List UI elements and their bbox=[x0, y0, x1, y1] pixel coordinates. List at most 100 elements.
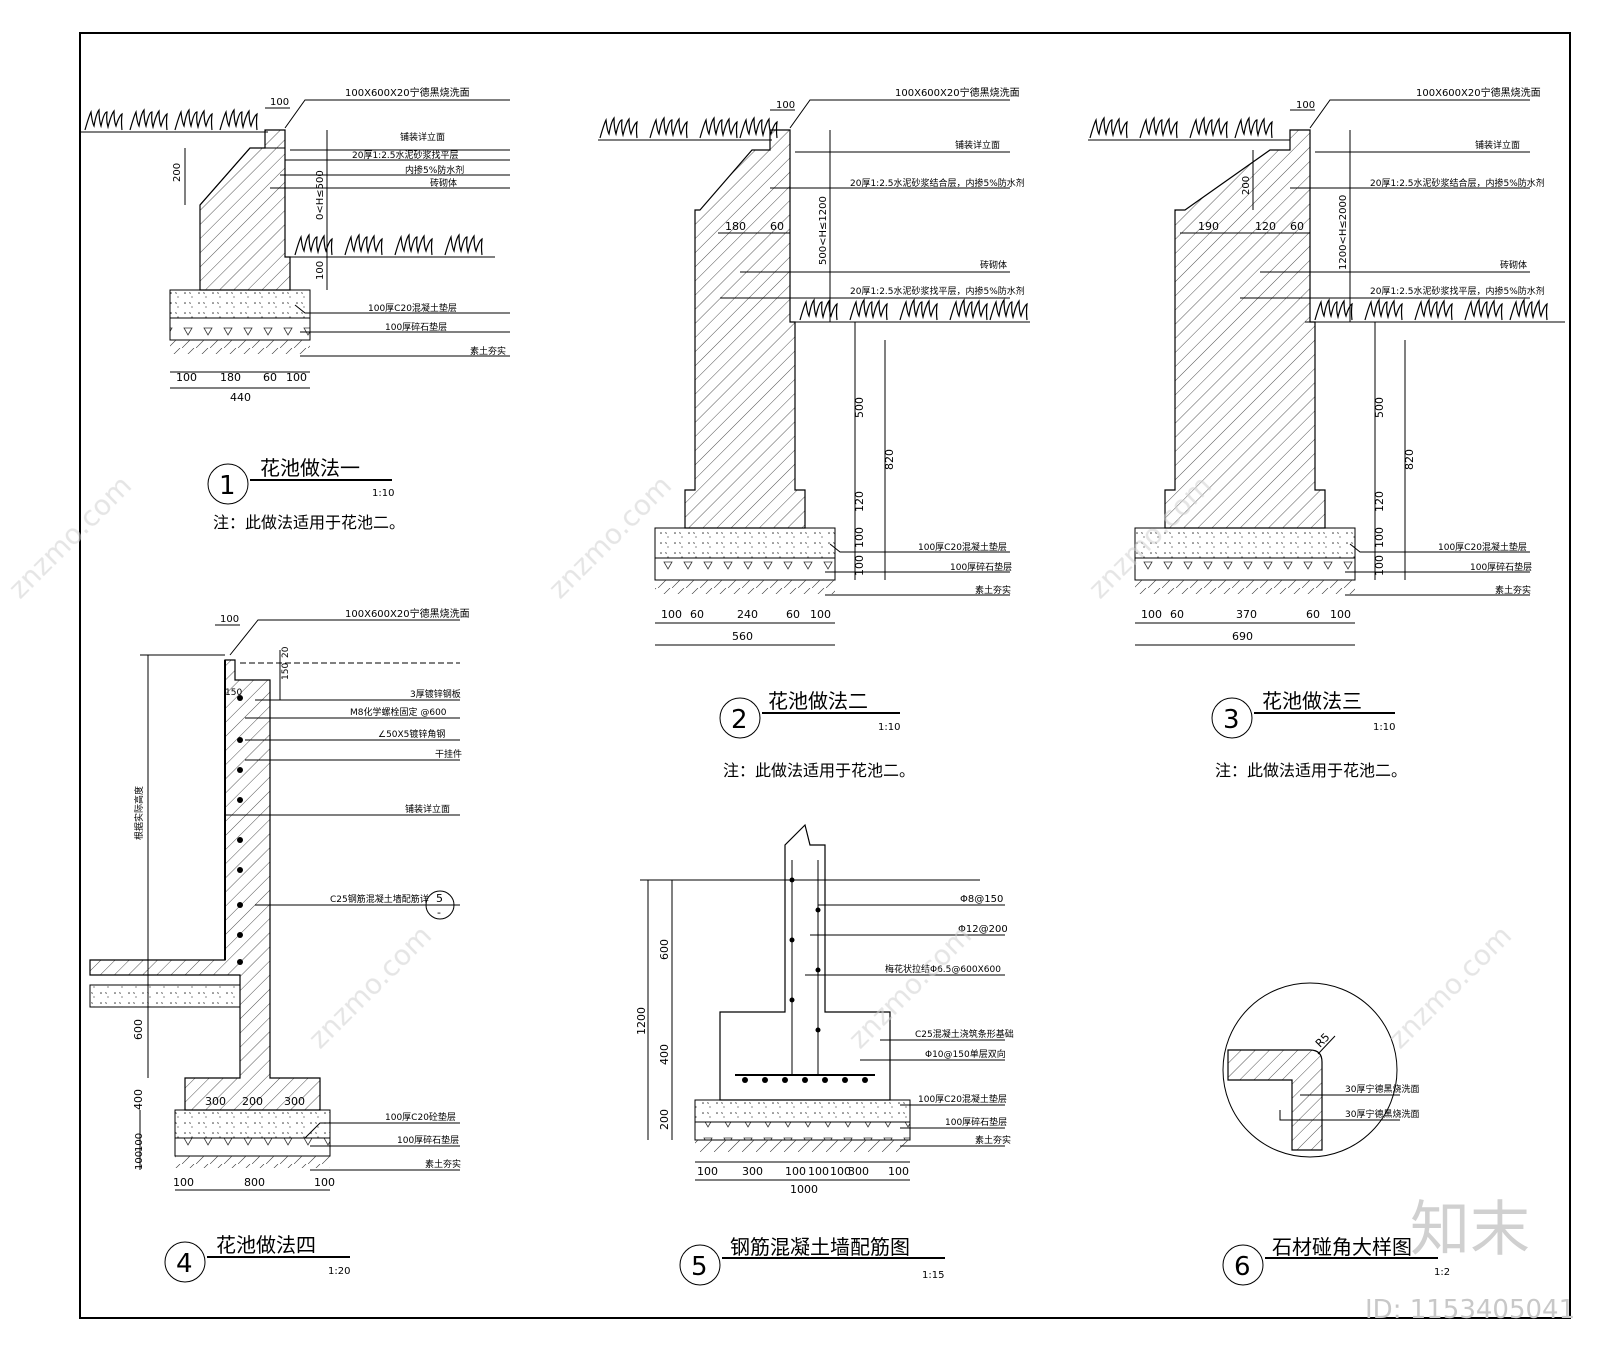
d3-dim-inner-1: 120 bbox=[1255, 220, 1276, 233]
d1-number: 1 bbox=[219, 471, 236, 501]
d4-dim-v-1: 400 bbox=[132, 1089, 145, 1110]
d4-label-2: M8化学螺栓固定 @600 bbox=[350, 706, 447, 718]
d2-dim-b-0: 100 bbox=[661, 608, 682, 621]
concrete-cushion bbox=[1134, 527, 1356, 559]
d3-dim-b-4: 100 bbox=[1330, 608, 1351, 621]
grass-right bbox=[294, 234, 483, 256]
d5-label-2: 梅花状拉结Φ6.5@600X600 bbox=[885, 963, 1001, 975]
d1-dim-b-2: 60 bbox=[263, 371, 277, 384]
d5-dim-v-3: 200 bbox=[658, 1109, 671, 1130]
d2-label-4: 20厚1:2.5水泥砂浆找平层，内掺5%防水剂 bbox=[850, 285, 1025, 297]
d5-label-0: Φ8@150 bbox=[960, 894, 1003, 905]
d1-title: 花池做法一 bbox=[260, 456, 360, 480]
d4-dim-small-1: 150 bbox=[225, 688, 242, 698]
d4-label-9: 素土夯实 bbox=[425, 1158, 461, 1170]
d1-label-4: 砖砌体 bbox=[430, 177, 457, 189]
d5-scale: 1:15 bbox=[922, 1270, 944, 1281]
d4-label-7: 100厚C20砼垫层 bbox=[385, 1111, 456, 1123]
d3-dim-v-4: 100 bbox=[1373, 527, 1386, 548]
watermark-id: ID: 1153405041 bbox=[1365, 1295, 1575, 1325]
d6-label-1: 30厚宁德黑烧洗面 bbox=[1345, 1083, 1419, 1095]
d2-dim-b-3: 60 bbox=[786, 608, 800, 621]
d4-dim-b-2: 100 bbox=[314, 1176, 335, 1189]
d5-dim-b-1: 300 bbox=[742, 1165, 763, 1178]
d5-dim-b-5: 300 bbox=[848, 1165, 869, 1178]
d2-dim-v-4: 100 bbox=[853, 527, 866, 548]
d5-dim-b-6: 100 bbox=[888, 1165, 909, 1178]
d3-dim-inner-2: 60 bbox=[1290, 220, 1304, 233]
d2-dim-v-3: 120 bbox=[853, 491, 866, 512]
concrete-cushion bbox=[654, 527, 836, 559]
brick-wall bbox=[684, 129, 806, 529]
compacted-soil bbox=[170, 340, 310, 354]
d4-scale: 1:20 bbox=[328, 1266, 350, 1277]
d5-dim-total: 1000 bbox=[790, 1183, 818, 1196]
d5-dim-v-2: 400 bbox=[658, 1044, 671, 1065]
d5-title: 钢筋混凝土墙配筋图 bbox=[730, 1235, 910, 1259]
detail-3: 100X600X20宁德黑烧洗面 铺装详立面 20厚1:2.5水泥砂浆结合层，内… bbox=[1088, 86, 1565, 780]
d1-dim-b-3: 100 bbox=[286, 371, 307, 384]
d5-label-1: Φ12@200 bbox=[958, 924, 1008, 935]
d3-dim-b-1: 60 bbox=[1170, 608, 1184, 621]
d1-dim-total: 440 bbox=[230, 391, 251, 404]
d6-scale: 1:2 bbox=[1434, 1267, 1450, 1278]
brick-wall bbox=[1164, 129, 1326, 529]
d3-label-7: 素土夯实 bbox=[1495, 584, 1531, 596]
d1-dim-b-0: 100 bbox=[176, 371, 197, 384]
d1-scale: 1:10 bbox=[372, 488, 394, 499]
d3-label-1: 铺装详立面 bbox=[1475, 139, 1520, 151]
d1-dim-v-2: 100 bbox=[315, 261, 326, 280]
d4-number-circle bbox=[164, 1241, 206, 1283]
d1-label-6: 100厚碎石垫层 bbox=[385, 321, 447, 333]
d2-dim-v-1: 500 bbox=[853, 397, 866, 418]
concrete-cushion bbox=[169, 289, 311, 319]
d4-dim-v-0: 600 bbox=[132, 1019, 145, 1040]
d4-label-5: 铺装详立面 bbox=[405, 803, 450, 815]
gravel-cushion bbox=[169, 317, 311, 341]
d4-dim-v-2: 100 bbox=[134, 1133, 145, 1152]
d4-label-8: 100厚碎石垫层 bbox=[397, 1134, 459, 1146]
d4-dim-foot-0: 300 bbox=[205, 1095, 226, 1108]
d2-label-5: 100厚C20混凝土垫层 bbox=[918, 541, 1007, 553]
d4-callout-bottom: - bbox=[437, 906, 441, 919]
d3-label-4: 20厚1:2.5水泥砂浆找平层，内掺5%防水剂 bbox=[1370, 285, 1545, 297]
d2-dim-v-2: 820 bbox=[883, 449, 896, 470]
d3-dim-v-5: 100 bbox=[1373, 555, 1386, 576]
d3-number-circle bbox=[1211, 697, 1253, 739]
enlarged-circle bbox=[1222, 982, 1398, 1158]
sheet-frame bbox=[79, 32, 1571, 1319]
d4-dim-small-2: 20 bbox=[281, 646, 291, 658]
d3-dim-v-1: 500 bbox=[1373, 397, 1386, 418]
d3-dim-top: 100 bbox=[1296, 100, 1315, 111]
d5-number: 5 bbox=[691, 1252, 708, 1282]
d2-dim-b-4: 100 bbox=[810, 608, 831, 621]
d1-label-7: 素土夯实 bbox=[470, 345, 506, 357]
d4-label-6: C25钢筋混凝土墙配筋详 bbox=[330, 893, 429, 905]
d3-dim-v-3: 120 bbox=[1373, 491, 1386, 512]
paving-base bbox=[89, 984, 241, 1008]
d2-title: 花池做法二 bbox=[768, 689, 868, 713]
detail-4: 100X600X20宁德黑烧洗面 3厚镀锌钢板 M8化学螺栓固定 @600 ∠5… bbox=[89, 607, 470, 1283]
d1-dim-v-1: 0<H≤500 bbox=[315, 170, 326, 220]
d2-label-7: 素土夯实 bbox=[975, 584, 1011, 596]
d4-dim-b-0: 100 bbox=[173, 1176, 194, 1189]
d5-dim-b-2: 100 bbox=[785, 1165, 806, 1178]
d3-title: 花池做法三 bbox=[1262, 689, 1362, 713]
d4-label-1: 3厚镀锌钢板 bbox=[410, 688, 461, 700]
d4-number: 4 bbox=[176, 1249, 193, 1279]
d5-label-7: 素土夯实 bbox=[975, 1134, 1011, 1146]
rc-wall-outline bbox=[719, 823, 891, 1101]
watermark-site-1: znzmo.com bbox=[2, 469, 138, 605]
d6-label-0: R5 bbox=[1313, 1031, 1333, 1051]
d3-label-0: 100X600X20宁德黑烧洗面 bbox=[1416, 86, 1541, 99]
d2-scale: 1:10 bbox=[878, 722, 900, 733]
d2-note: 注：此做法适用于花池二。 bbox=[723, 761, 915, 780]
d3-dim-b-2: 370 bbox=[1236, 608, 1257, 621]
d5-dim-b-4: 100 bbox=[830, 1165, 851, 1178]
d3-label-3: 砖砌体 bbox=[1500, 259, 1527, 271]
d1-dim-v-0: 200 bbox=[172, 163, 183, 182]
d4-label-4: 干挂件 bbox=[435, 748, 462, 760]
d5-dim-b-3: 100 bbox=[808, 1165, 829, 1178]
detail-6: R5 30厚宁德黑烧洗面 30厚宁德黑烧洗面 6 石材碰角大样图 1:2 bbox=[1222, 982, 1450, 1286]
